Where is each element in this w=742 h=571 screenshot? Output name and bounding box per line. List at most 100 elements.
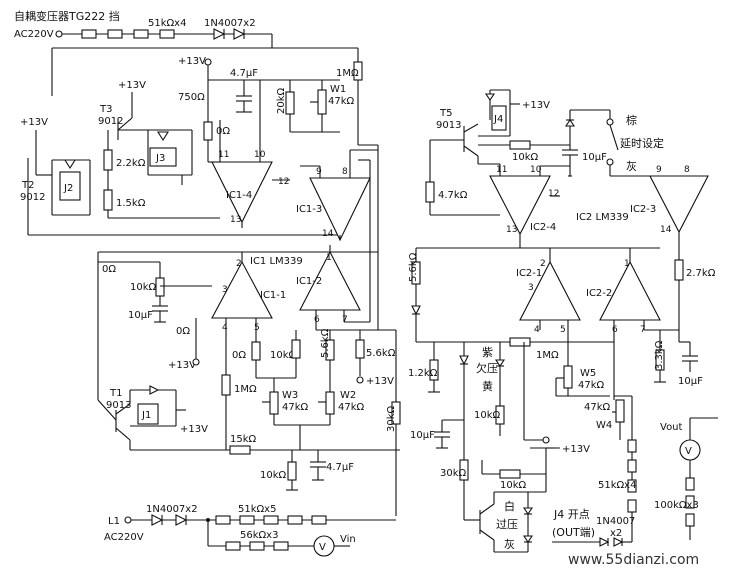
resistor-4.7k [425,181,435,203]
r10k-bottom-label: 10kΩ [260,470,287,481]
j1-label: J1 [141,410,151,421]
r22k-label: 2.2kΩ [116,158,146,169]
r30k-mid-label: 30kΩ [386,405,397,432]
svg-text:11: 11 [218,150,229,160]
diode-j2 [64,159,76,170]
resistor-10k-left [155,277,165,297]
c10u-right-label: 10μF [678,376,703,387]
diode-j1 [149,385,160,395]
w2-value: 47kΩ [338,402,365,413]
j3-label: J3 [155,153,165,164]
svg-text:14: 14 [322,229,334,239]
svg-text:1: 1 [624,259,630,269]
w2-label: W2 [340,390,356,401]
w5-value: 47kΩ [578,380,605,391]
potentiometer-w4 [615,399,625,423]
p13-bottom-right-label: +13V [562,444,590,455]
r1M-mid-label: 1MΩ [234,384,257,395]
res-chain-label-top: 51kΩx4 [148,18,186,29]
relay-j4 [491,105,507,131]
svg-text:12: 12 [548,189,559,199]
potentiometer-w5 [563,365,573,389]
svg-text:6: 6 [314,315,320,325]
r10k-t5-label: 10kΩ [512,152,539,163]
svg-text:5: 5 [560,325,566,335]
r56kx3-label: 56kΩx3 [240,530,278,541]
w5-label: W5 [580,368,596,379]
svg-text:8: 8 [684,165,690,175]
resistor-10k-bottom [287,461,297,481]
resistor-0-top [203,121,213,141]
svg-text:8: 8 [342,167,348,177]
svg-text:3: 3 [528,283,534,293]
j4-open-label: J4 开点 [553,508,590,521]
ic2-4-label: IC2-4 [530,222,556,233]
c10u-bottom-label: 10μF [410,430,435,441]
comparator-ic2-3 [649,175,709,234]
svg-text:11: 11 [496,165,507,175]
ac-terminal-bottom [124,516,132,524]
ic1-name: IC1 LM339 [250,256,303,267]
r10k-left-label: 10kΩ [130,282,157,293]
svg-text:7: 7 [342,315,348,325]
t3-label: T3 [99,104,112,115]
resistor-1M-right [509,337,531,347]
purple-label: 紫 [482,346,493,359]
potentiometer-w2 [325,391,335,415]
diode-j4 [484,93,496,101]
svg-text:V: V [319,542,326,553]
comparator-ic2-4 [489,175,551,236]
resistor-chain-51k-top [81,29,97,39]
r30k-bottom-label: 30kΩ [440,468,467,479]
svg-text:2: 2 [236,259,242,269]
svg-text:1: 1 [326,253,332,263]
resistor-2.7k [674,259,684,281]
relay-j2 [59,171,81,201]
svg-text:9: 9 [316,167,322,177]
svg-text:V: V [685,446,692,457]
ic2-2-label: IC2-2 [586,288,612,299]
p13-w2-label: +13V [366,376,394,387]
diode-1n4007-label: 1N4007 [596,516,635,527]
diode-top-1 [213,28,226,40]
p13-j4-label: +13V [522,100,550,111]
over-label: 过压 [496,518,518,531]
svg-text:10: 10 [530,165,542,175]
t2-model: 9012 [20,192,45,203]
relay-j1 [137,403,159,425]
r56k-a-label: 5.6kΩ [320,328,331,358]
r750-label: 750Ω [178,92,205,103]
transformer-title: 自耦变压器TG222 挡 [14,9,120,23]
resistor-1M-mid [221,374,231,396]
diode-top-2 [233,28,246,40]
svg-text:14: 14 [660,225,672,235]
gray-label: 灰 [626,159,637,173]
r0-mid-label: 0Ω [176,326,190,337]
resistor-10k-t5 [509,140,531,150]
r0-top-label: 0Ω [216,126,230,137]
r0-left-label: 0Ω [102,264,116,275]
r10k-led-label: 10kΩ [474,410,501,421]
under-label: 欠压 [476,361,498,375]
ic1-2-label: IC1-2 [296,276,322,287]
c47u-bottom-label: 4.7μF [326,462,354,473]
t1-label: T1 [109,388,122,399]
l1-label: L1 [108,516,120,527]
potentiometer-w1 [317,89,327,115]
svg-text:3: 3 [222,285,228,295]
t1-model: 9013 [106,400,131,411]
j2-label: J2 [63,183,73,194]
comparator-ic2-2 [599,260,661,321]
t3-model: 9012 [98,116,123,127]
brown-label: 棕 [626,113,637,127]
r10k-bottom-right-label: 10kΩ [500,480,527,491]
ic1-3-label: IC1-3 [296,204,322,215]
p13-mid-label: +13V [168,360,196,371]
resistor-1.5k [103,189,113,211]
svg-text:5: 5 [254,323,260,333]
r20k-label: 20kΩ [276,87,287,114]
w4-label: W4 [596,420,612,431]
r56k-right-label: 5.6kΩ [408,252,419,282]
x2-label: x2 [610,528,622,539]
ic2-3-label: IC2-3 [630,204,656,215]
